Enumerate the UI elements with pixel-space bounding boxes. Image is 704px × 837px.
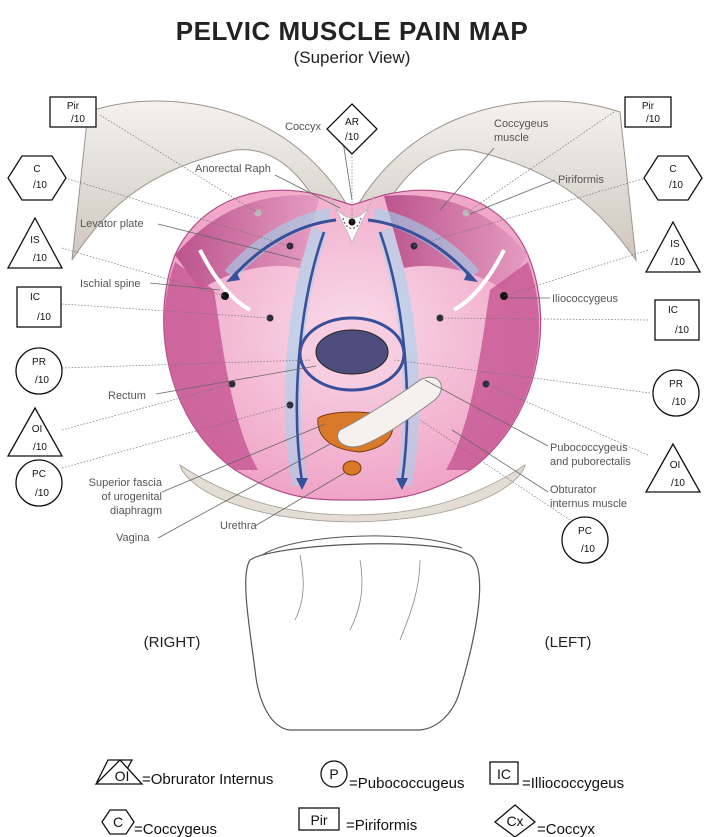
marker-left-is-score: /10: [671, 257, 685, 268]
label-vagina: Vagina: [116, 532, 150, 544]
label-piriformis: Piriformis: [558, 174, 604, 186]
legend-item-pir: Pir =Piriformis: [299, 808, 417, 834]
marker-left-pr[interactable]: PR /10: [653, 370, 699, 416]
label-pubococcygeus-1: Pubococcygeus: [550, 442, 628, 454]
marker-right-is[interactable]: IS /10: [8, 218, 62, 268]
label-obturator-2: internus muscle: [550, 498, 627, 510]
label-coccyx: Coccyx: [285, 121, 322, 133]
legend-cx-text: =Coccyx: [537, 821, 595, 837]
marker-right-pc-score: /10: [35, 488, 49, 499]
marker-ar-score: /10: [345, 132, 359, 143]
marker-left-oi[interactable]: OI /10: [646, 444, 700, 492]
marker-right-pr[interactable]: PR /10: [16, 348, 62, 394]
marker-left-pr-abbr: PR: [669, 379, 683, 390]
label-superior-fascia-2: of urogenital: [101, 491, 162, 503]
marker-right-c-abbr: C: [33, 164, 40, 175]
label-ischial-spine: Ischial spine: [80, 278, 141, 290]
marker-left-pc-score: /10: [581, 544, 595, 555]
marker-ar[interactable]: AR /10: [327, 104, 377, 154]
marker-left-pir-abbr: Pir: [642, 101, 655, 112]
marker-left-c-score: /10: [669, 180, 683, 191]
marker-right-ic-abbr: IC: [30, 292, 40, 303]
legend-c-text: =Coccygeus: [134, 821, 217, 837]
marker-left-pr-score: /10: [672, 397, 686, 408]
side-label-right: (RIGHT): [144, 634, 201, 651]
marker-right-oi-abbr: OI: [32, 424, 43, 435]
marker-right-c-score: /10: [33, 180, 47, 191]
marker-right-pir[interactable]: Pir /10: [50, 97, 96, 127]
marker-left-ic[interactable]: IC /10: [655, 300, 699, 340]
legend-p-text: =Pubococcugeus: [349, 775, 465, 792]
marker-left-c-abbr: C: [669, 164, 676, 175]
label-coccygeus-1: Coccygeus: [494, 118, 549, 130]
legend: OI =Obrurator Internus P =Pubococcugeus …: [96, 760, 624, 837]
marker-left-ic-abbr: IC: [668, 305, 678, 316]
label-anorectal-raph: Anorectal Raph: [195, 163, 271, 175]
legend-item-oi: OI =Obrurator Internus: [96, 760, 273, 788]
legend-p-abbr: P: [329, 766, 338, 782]
legend-oi-abbr: OI: [115, 768, 130, 784]
page-title: PELVIC MUSCLE PAIN MAP: [176, 16, 528, 46]
marker-left-pir-score: /10: [646, 114, 660, 125]
marker-left-is-abbr: IS: [670, 239, 680, 250]
legend-item-cx: Cx =Coccyx: [495, 805, 595, 837]
marker-right-is-score: /10: [33, 253, 47, 264]
marker-ar-abbr: AR: [345, 117, 359, 128]
legend-item-ic: IC =Illiococcygeus: [490, 762, 624, 792]
hexagon-shape: [8, 156, 66, 200]
marker-right-oi[interactable]: OI /10: [8, 408, 62, 456]
legend-pir-abbr: Pir: [310, 812, 327, 828]
marker-right-pir-score: /10: [71, 114, 85, 125]
hexagon-shape: [644, 156, 702, 200]
marker-right-pr-score: /10: [35, 375, 49, 386]
legend-ic-text: =Illiococcygeus: [522, 775, 624, 792]
marker-right-c[interactable]: C /10: [8, 156, 66, 200]
label-pubococcygeus-2: and puborectalis: [550, 456, 631, 468]
label-urethra: Urethra: [220, 520, 258, 532]
circle-shape: [16, 348, 62, 394]
marker-right-pir-abbr: Pir: [67, 101, 80, 112]
legend-pir-text: =Piriformis: [346, 817, 417, 834]
circle-shape: [653, 370, 699, 416]
marker-right-pr-abbr: PR: [32, 357, 46, 368]
marker-right-pc-abbr: PC: [32, 469, 46, 480]
label-superior-fascia-3: diaphragm: [110, 505, 162, 517]
examiner-hand: [246, 536, 480, 730]
legend-c-abbr: C: [113, 814, 123, 830]
legend-item-c: C =Coccygeus: [102, 810, 217, 837]
marker-left-pc-abbr: PC: [578, 526, 592, 537]
diamond-shape: [327, 104, 377, 154]
legend-item-p: P =Pubococcugeus: [321, 761, 465, 792]
marker-right-pc[interactable]: PC /10: [16, 460, 62, 506]
page-subtitle: (Superior View): [294, 48, 411, 67]
marker-left-c[interactable]: C /10: [644, 156, 702, 200]
marker-left-oi-score: /10: [671, 478, 685, 489]
label-iliococcygeus: Iliococcygeus: [552, 293, 619, 305]
side-label-left: (LEFT): [545, 634, 592, 651]
legend-ic-abbr: IC: [497, 766, 511, 782]
marker-left-ic-score: /10: [675, 325, 689, 336]
marker-left-is[interactable]: IS /10: [646, 222, 700, 272]
label-coccygeus-2: muscle: [494, 132, 529, 144]
marker-left-pir[interactable]: Pir /10: [625, 97, 671, 127]
marker-right-is-abbr: IS: [30, 235, 40, 246]
label-rectum: Rectum: [108, 390, 146, 402]
marker-right-ic-score: /10: [37, 312, 51, 323]
legend-cx-abbr: Cx: [506, 813, 523, 829]
circle-shape: [562, 517, 608, 563]
marker-left-pc[interactable]: PC /10: [562, 517, 608, 563]
marker-right-oi-score: /10: [33, 442, 47, 453]
label-obturator-1: Obturator: [550, 484, 597, 496]
pelvic-floor: [164, 190, 541, 500]
legend-oi-text: =Obrurator Internus: [142, 771, 273, 788]
marker-right-ic[interactable]: IC /10: [17, 287, 61, 327]
marker-left-oi-abbr: OI: [670, 460, 681, 471]
circle-shape: [16, 460, 62, 506]
label-superior-fascia-1: Superior fascia: [89, 477, 163, 489]
label-levator-plate: Levator plate: [80, 218, 144, 230]
